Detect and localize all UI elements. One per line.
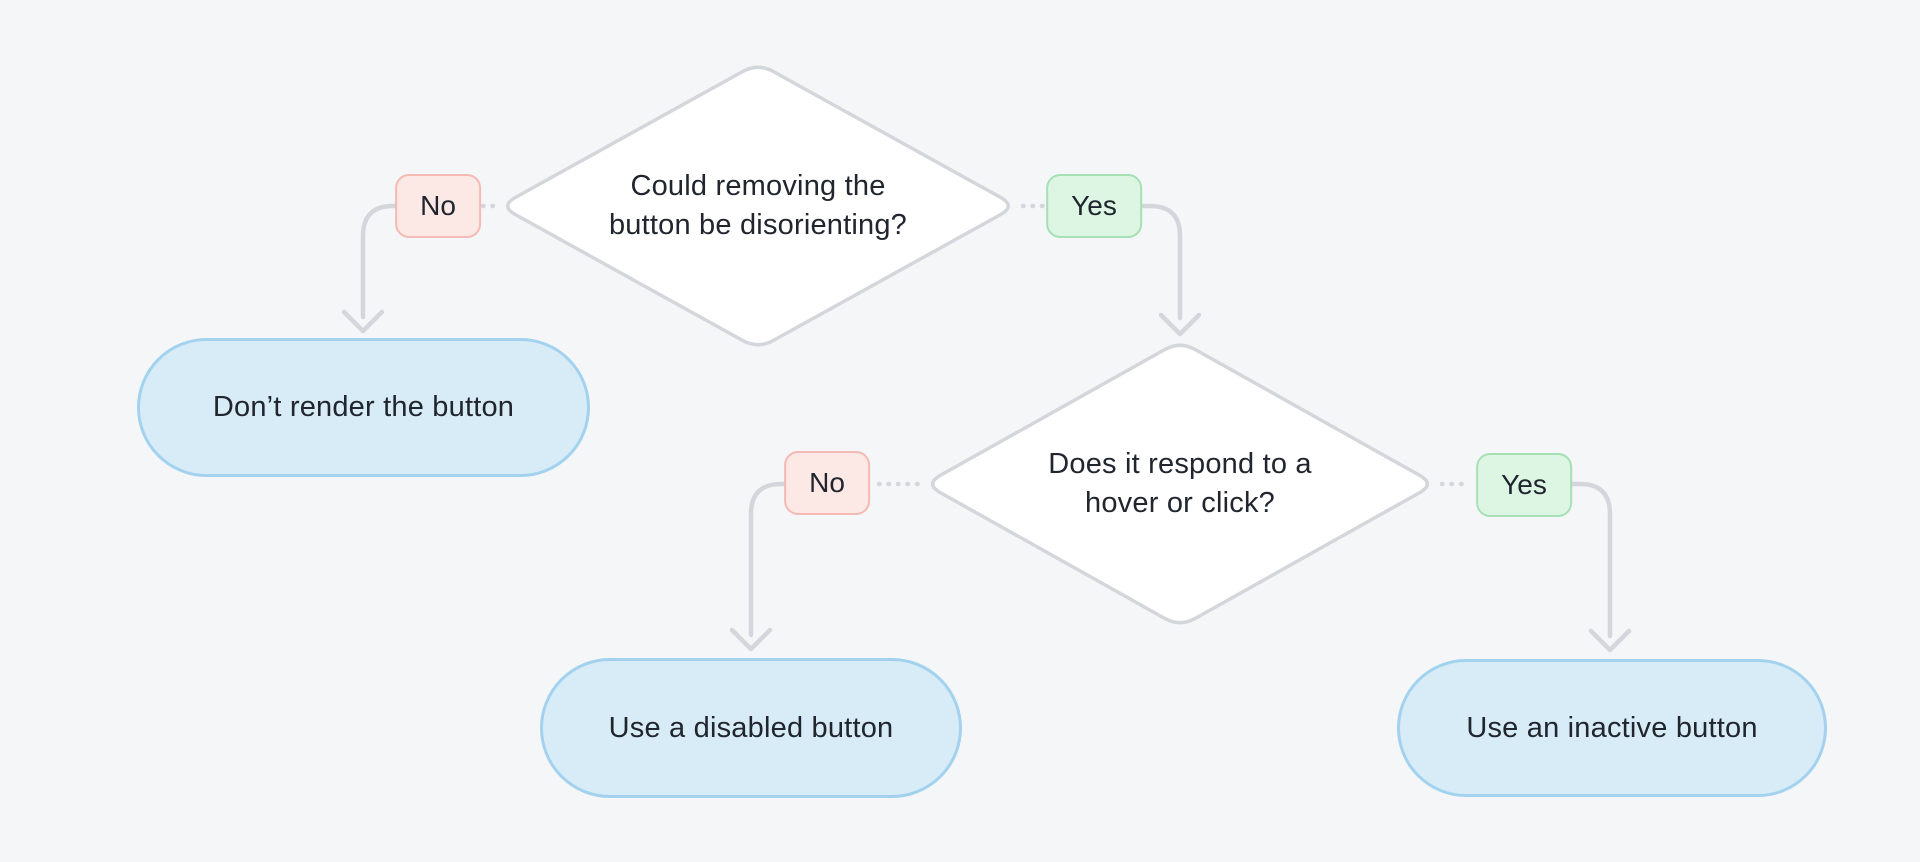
connector-yes-2-line <box>1567 481 1613 639</box>
arrowhead-down-icon-no-1 <box>341 309 385 334</box>
outcome-dont-render-label: Don’t render the button <box>212 391 515 423</box>
outcome-disabled-label: Use a disabled button <box>608 711 894 744</box>
decision-2-line-2: hover or click? <box>1085 487 1275 519</box>
badge-yes-1: Yes <box>1046 174 1142 238</box>
outcome-inactive-label: Use an inactive button <box>1466 711 1758 744</box>
arrowhead-down-icon-yes-1 <box>1158 312 1202 337</box>
badge-yes-2: Yes <box>1476 453 1572 517</box>
decision-diamond-2 <box>930 343 1430 625</box>
outcome-dont-render-button: Don’t render the button <box>137 338 590 477</box>
decision-diamond-1 <box>506 65 1010 347</box>
decision-node-1-label: Could removing the button be disorientin… <box>538 167 978 245</box>
decision-1-line-1: Could removing the <box>630 170 886 202</box>
badge-yes-1-label: Yes <box>1071 190 1117 221</box>
decision-1-line-2: button be disorienting? <box>608 209 908 241</box>
decision-2-line-1: Does it respond to a <box>1048 448 1312 480</box>
connector-no-2-line <box>748 481 788 638</box>
badge-no-2-label: No <box>809 467 845 498</box>
outcome-disabled-button: Use a disabled button <box>540 658 962 798</box>
arrowhead-down-icon-yes-2 <box>1588 628 1632 653</box>
connector-no-1-line <box>360 203 400 320</box>
badge-no-2: No <box>784 451 870 515</box>
badge-no-1-label: No <box>420 190 456 221</box>
badge-yes-2-label: Yes <box>1501 469 1547 500</box>
connector-yes-1-line <box>1137 203 1183 321</box>
outcome-inactive-button: Use an inactive button <box>1397 659 1827 797</box>
decision-node-2-label: Does it respond to a hover or click? <box>960 445 1400 523</box>
badge-no-1: No <box>395 174 481 238</box>
arrowhead-down-icon-no-2 <box>729 627 773 652</box>
